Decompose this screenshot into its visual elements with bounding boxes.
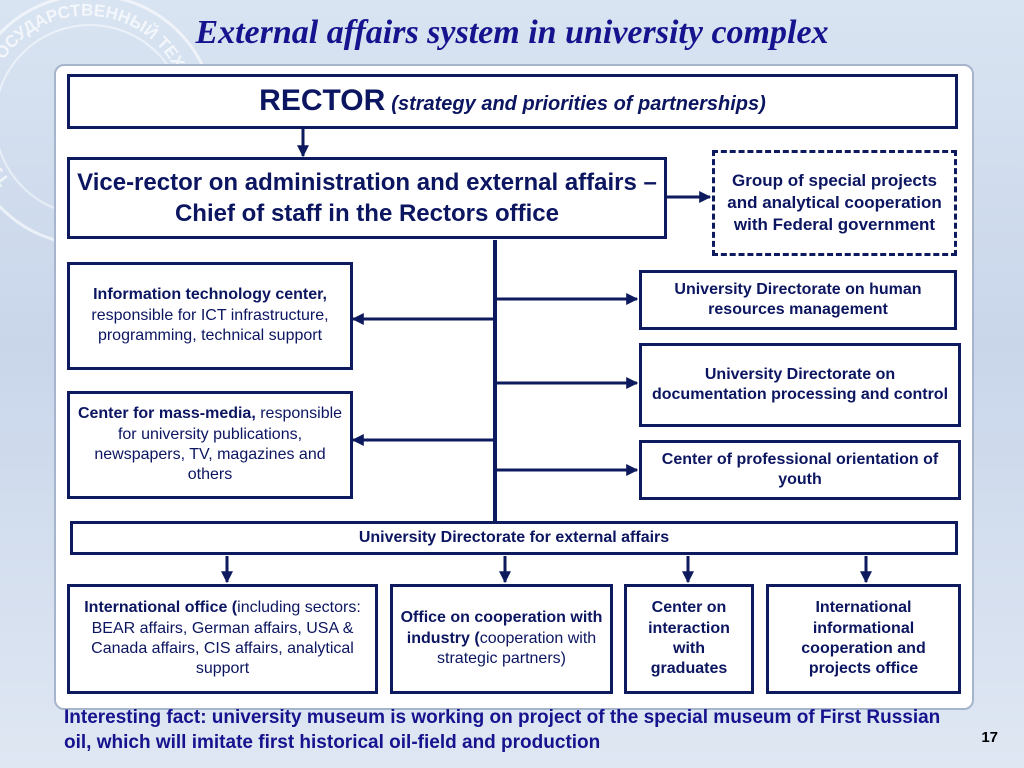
vice-rector-box: Vice-rector on administration and extern… bbox=[67, 157, 667, 239]
rector-subtitle: (strategy and priorities of partnerships… bbox=[391, 93, 766, 116]
page-number: 17 bbox=[981, 729, 998, 746]
it-center-desc: responsible for ICT infrastructure, prog… bbox=[91, 306, 329, 345]
docs-directorate-box: University Directorate on documentation … bbox=[639, 343, 961, 427]
it-center-box: Information technology center, responsib… bbox=[67, 262, 353, 370]
footer-fact: Interesting fact: university museum is w… bbox=[64, 707, 941, 753]
international-office-name: International office ( bbox=[84, 599, 238, 617]
external-directorate-text: University Directorate for external affa… bbox=[358, 528, 670, 546]
mass-media-center-box: Center for mass-media, responsible for u… bbox=[67, 391, 353, 499]
industry-office-desc: cooperation with strategic partners) bbox=[437, 629, 597, 668]
hr-directorate-box: University Directorate on human resource… bbox=[639, 270, 957, 330]
hr-directorate-text: University Directorate on human resource… bbox=[674, 280, 922, 318]
info-coop-office-box: International informational cooperation … bbox=[766, 584, 961, 694]
international-office-box: International office (including sectors:… bbox=[67, 584, 378, 694]
external-directorate-box: University Directorate for external affa… bbox=[70, 521, 958, 555]
docs-directorate-text: University Directorate on documentation … bbox=[651, 365, 949, 403]
graduates-center-box: Center on interaction with graduates bbox=[624, 584, 754, 694]
vice-rector-text: Vice-rector on administration and extern… bbox=[77, 168, 657, 227]
it-center-name: Information technology center, bbox=[93, 286, 327, 304]
youth-center-text: Center of professional orientation of yo… bbox=[661, 450, 939, 488]
industry-office-box: Office on cooperation with industry (coo… bbox=[390, 584, 613, 694]
mass-media-name: Center for mass-media, bbox=[77, 405, 256, 423]
industry-office-name: Office on cooperation with industry ( bbox=[400, 609, 603, 647]
graduates-center-text: Center on interaction with graduates bbox=[648, 599, 730, 678]
mass-media-desc: responsible for university publications,… bbox=[94, 405, 343, 484]
special-projects-group-box: Group of special projects and analytical… bbox=[712, 150, 957, 256]
international-office-desc: including sectors: BEAR affairs, German … bbox=[91, 599, 361, 678]
rector-box: RECTOR(strategy and priorities of partne… bbox=[67, 74, 958, 129]
special-projects-text: Group of special projects and analytical… bbox=[727, 171, 942, 234]
info-coop-office-text: International informational cooperation … bbox=[801, 599, 926, 678]
youth-center-box: Center of professional orientation of yo… bbox=[639, 440, 961, 500]
slide-title: External affairs system in university co… bbox=[195, 14, 829, 51]
rector-title: RECTOR bbox=[259, 84, 386, 118]
